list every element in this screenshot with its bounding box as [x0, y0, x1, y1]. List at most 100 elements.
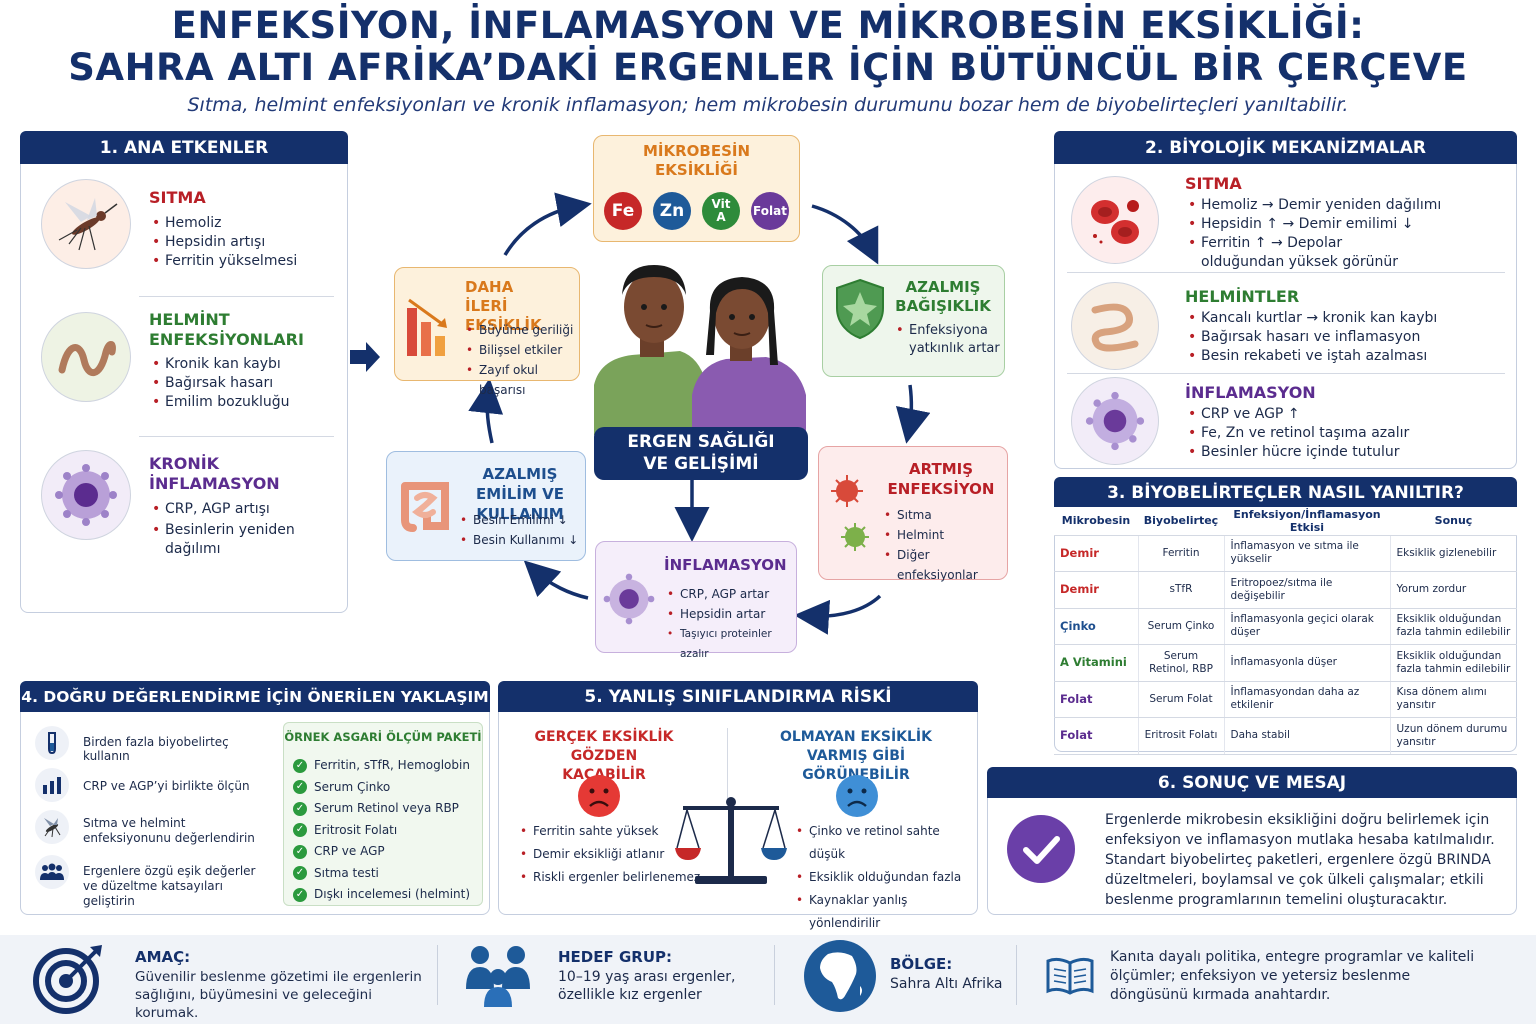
table-cell: İnflamasyon ve sıtma ile yükselir: [1223, 535, 1390, 572]
mechanism-bullet: Hepsidin ↑ → Demir emilimi ↓: [1185, 215, 1505, 234]
cycle-bullet: Bilişsel etkiler: [463, 340, 579, 360]
table-cell: A Vitamini: [1054, 644, 1138, 682]
left-bullet: Riskli ergenler belirlenemez: [517, 866, 700, 889]
table-cell: Demir: [1054, 571, 1138, 609]
cycle-further-deficiency: DAHA İLERİ EKSİKLİK Büyüme geriliği Bili…: [394, 267, 580, 397]
cycle-micronutrient-deficiency: MİKROBESİN EKSİKLİĞİ Fe Zn Vit A Folat: [593, 135, 800, 242]
approach-step: Sıtma ve helmint enfeksiyonunu değerlend…: [83, 816, 255, 845]
panel-misclassification-risk: 5. YANLIŞ SINIFLANDIRMA RİSKİ GERÇEK EKS…: [498, 681, 978, 930]
table-cell: Çinko: [1054, 608, 1138, 645]
intestine-icon: [397, 476, 453, 540]
panel-conclusion-title: 6. SONUÇ VE MESAJ: [987, 767, 1517, 798]
cycle-bullet: Hepsidin artar: [664, 604, 796, 624]
sad-face-blue-icon: [835, 774, 879, 822]
cycle-bullet: Zayıf okul başarısı: [463, 360, 579, 400]
panel-biomarkers-title: 3. BİYOBELİRTEÇLER NASIL YANILTIR?: [1054, 477, 1517, 508]
sad-face-red-icon: [577, 774, 621, 822]
factor-title-inflammation: KRONİK İNFLAMASYON: [149, 454, 280, 493]
center-label: ERGEN SAĞLIĞI VE GELİŞİMİ: [594, 427, 808, 480]
divider: [774, 945, 775, 1005]
bar-chart-icon: [35, 768, 69, 802]
panel-biological-mechanisms: 2. BİYOLOJİK MEKANİZMALAR SITMA Hemoliz …: [1054, 131, 1517, 469]
worm-icon: [41, 312, 131, 402]
group-icon: [35, 855, 69, 889]
approach-step: Birden fazla biyobelirteç kullanın: [83, 735, 229, 763]
cycle-inflammation-title: İNFLAMASYON: [664, 556, 787, 574]
table-cell: Uzun dönem durumu yansıtır: [1389, 717, 1517, 755]
checkmark-icon: [1006, 814, 1076, 888]
cycle-bullet: Sıtma: [881, 505, 1007, 525]
table-header: Biyobelirteç: [1138, 507, 1224, 536]
page-subtitle: Sıtma, helmint enfeksiyonları ve kronik …: [187, 94, 1349, 116]
red-blood-cells-icon: [1071, 176, 1159, 264]
biomarker-table: Mikrobesin Biyobelirteç Enfeksiyon/İnfla…: [1054, 507, 1517, 755]
package-item: ✓Sıtma testi: [293, 863, 470, 885]
cycle-micronutrient-title: MİKROBESİN EKSİKLİĞİ: [642, 142, 751, 179]
mosquito-icon: [41, 179, 131, 269]
factor-bullet: Ferritin yükselmesi: [149, 252, 297, 271]
test-tube-icon: [35, 726, 69, 760]
package-title: ÖRNEK ASGARİ ÖLÇÜM PAKETİ: [284, 730, 482, 744]
page-title-line1: ENFEKSİYON, İNFLAMASYON VE MİKROBESİN EK…: [171, 4, 1365, 47]
table-cell: Eritrosit Folatı: [1137, 717, 1224, 755]
divider: [1067, 373, 1505, 374]
panel-misclassification-title: 5. YANLIŞ SINIFLANDIRMA RİSKİ: [498, 681, 978, 712]
declining-chart-icon: [403, 294, 457, 362]
package-item: ✓Ferritin, sTfR, Hemoglobin: [293, 755, 470, 777]
table-cell: Kısa dönem alımı yansıtır: [1389, 681, 1517, 718]
panel-main-factors-title: 1. ANA ETKENLER: [20, 131, 348, 164]
cycle-immunity-title: AZALMIŞ BAĞIŞIKLIK: [895, 278, 991, 315]
table-cell: Serum Retinol, RBP: [1137, 644, 1224, 682]
mechanism-title-helminths: HELMİNTLER: [1185, 287, 1300, 306]
left-title: GERÇEK EKSİKLİK GÖZDEN KAÇABİLİR: [534, 729, 674, 783]
scale-icon: [675, 792, 787, 892]
cycle-increased-infection: ARTMIŞ ENFEKSİYON Sıtma Helmint Diğer en…: [818, 446, 1008, 582]
cycle-bullet: Diğer enfeksiyonlar: [881, 545, 1007, 585]
immune-cell-icon: [1071, 377, 1159, 465]
factor-bullet: Emilim bozukluğu: [149, 393, 290, 412]
table-cell: İnflamasyonla düşer: [1223, 644, 1390, 682]
factor-bullet: Hepsidin artışı: [149, 233, 297, 252]
cycle-bullet: Besin Emilimi ↓: [457, 510, 578, 530]
divider: [437, 945, 438, 1005]
panel-recommended-approach: 4. DOĞRU DEĞERLENDİRME İÇİN ÖNERİLEN YAK…: [20, 681, 490, 915]
check-icon: ✓: [293, 844, 307, 859]
factor-bullet: Hemoliz: [149, 214, 297, 233]
approach-step: CRP ve AGP’yi birlikte ölçün: [83, 779, 250, 793]
table-cell: Eksiklik gizlenebilir: [1389, 535, 1517, 572]
package-item: ✓Serum Retinol veya RBP: [293, 798, 470, 820]
cycle-bullet: Helmint: [881, 525, 1007, 545]
cycle-bullet: CRP, AGP artar: [664, 584, 796, 604]
book-icon: [1046, 955, 1094, 999]
page-title-line2: SAHRA ALTI AFRİKA’DAKİ ERGENLER İÇİN BÜT…: [68, 46, 1468, 89]
adolescents-illustration: [594, 265, 806, 435]
chip-folat: Folat: [751, 192, 789, 230]
table-cell: Eritropoez/sıtma ile değişebilir: [1223, 571, 1390, 609]
divider: [727, 728, 728, 808]
chip-zn: Zn: [653, 192, 691, 230]
left-bullet: Ferritin sahte yüksek: [517, 820, 700, 843]
table-cell: Daha stabil: [1223, 717, 1390, 755]
factor-bullet: Besinlerin yeniden dağılımı: [149, 521, 329, 559]
arrow-right-icon: [348, 340, 382, 378]
check-icon: ✓: [293, 823, 307, 837]
table-cell: sTfR: [1137, 571, 1224, 609]
right-bullet: Kaynaklar yanlış yönlendirilir: [793, 889, 977, 935]
target-group-text: 10–19 yaş arası ergenler, özellikle kız …: [558, 969, 736, 1003]
measurement-package: ÖRNEK ASGARİ ÖLÇÜM PAKETİ ✓Ferritin, sTf…: [283, 722, 483, 906]
factor-bullet: Kronik kan kaybı: [149, 355, 290, 374]
right-title: OLMAYAN EKSİKLİK VARMIŞ GİBİ GÖRÜNEBİLİR: [779, 729, 932, 783]
shield-icon: [833, 278, 887, 344]
table-header: Enfeksiyon/İnflamasyon Etkisi: [1224, 507, 1390, 536]
footer: [0, 935, 1536, 1024]
divider: [1067, 272, 1505, 273]
mechanism-bullet: Bağırsak hasarı ve inflamasyon: [1185, 328, 1437, 347]
people-icon: [466, 943, 530, 1013]
table-cell: Serum Çinko: [1137, 608, 1224, 645]
approach-step: Ergenlere özgü eşik değerler ve düzeltme…: [83, 864, 256, 908]
